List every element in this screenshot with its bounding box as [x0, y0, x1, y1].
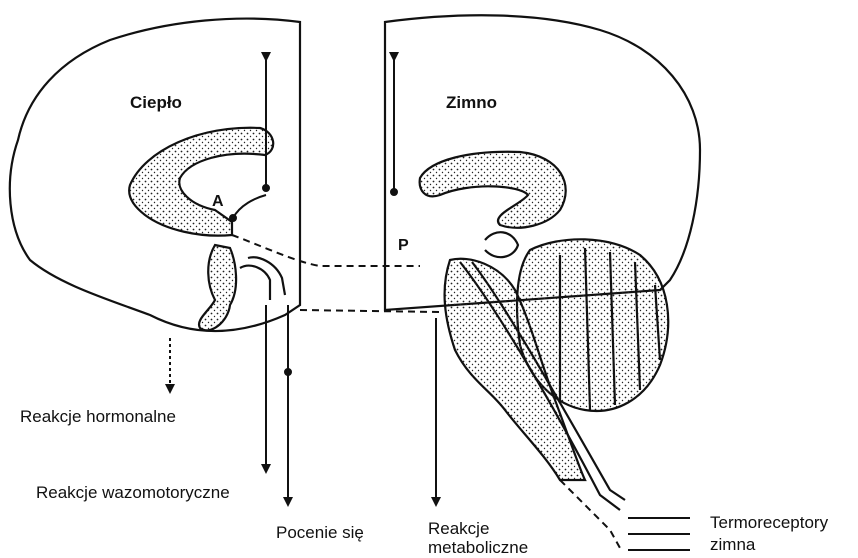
label-p: P	[398, 237, 409, 254]
left-brain-section	[10, 19, 300, 332]
left-title: Ciepło	[130, 93, 182, 112]
right-brain-section	[385, 15, 700, 510]
label-metabolic-1: Reakcje	[428, 519, 489, 538]
label-thermo-2: zimna	[710, 535, 756, 553]
right-title: Zimno	[446, 93, 497, 112]
label-hormonal: Reakcje hormonalne	[20, 407, 176, 426]
label-sweating: Pocenie się	[276, 523, 364, 542]
label-thermo-1: Termoreceptory	[710, 513, 829, 532]
label-vasomotor: Reakcje wazomotoryczne	[36, 483, 230, 502]
label-a: A	[212, 193, 224, 210]
label-metabolic-2: metaboliczne	[428, 538, 528, 553]
